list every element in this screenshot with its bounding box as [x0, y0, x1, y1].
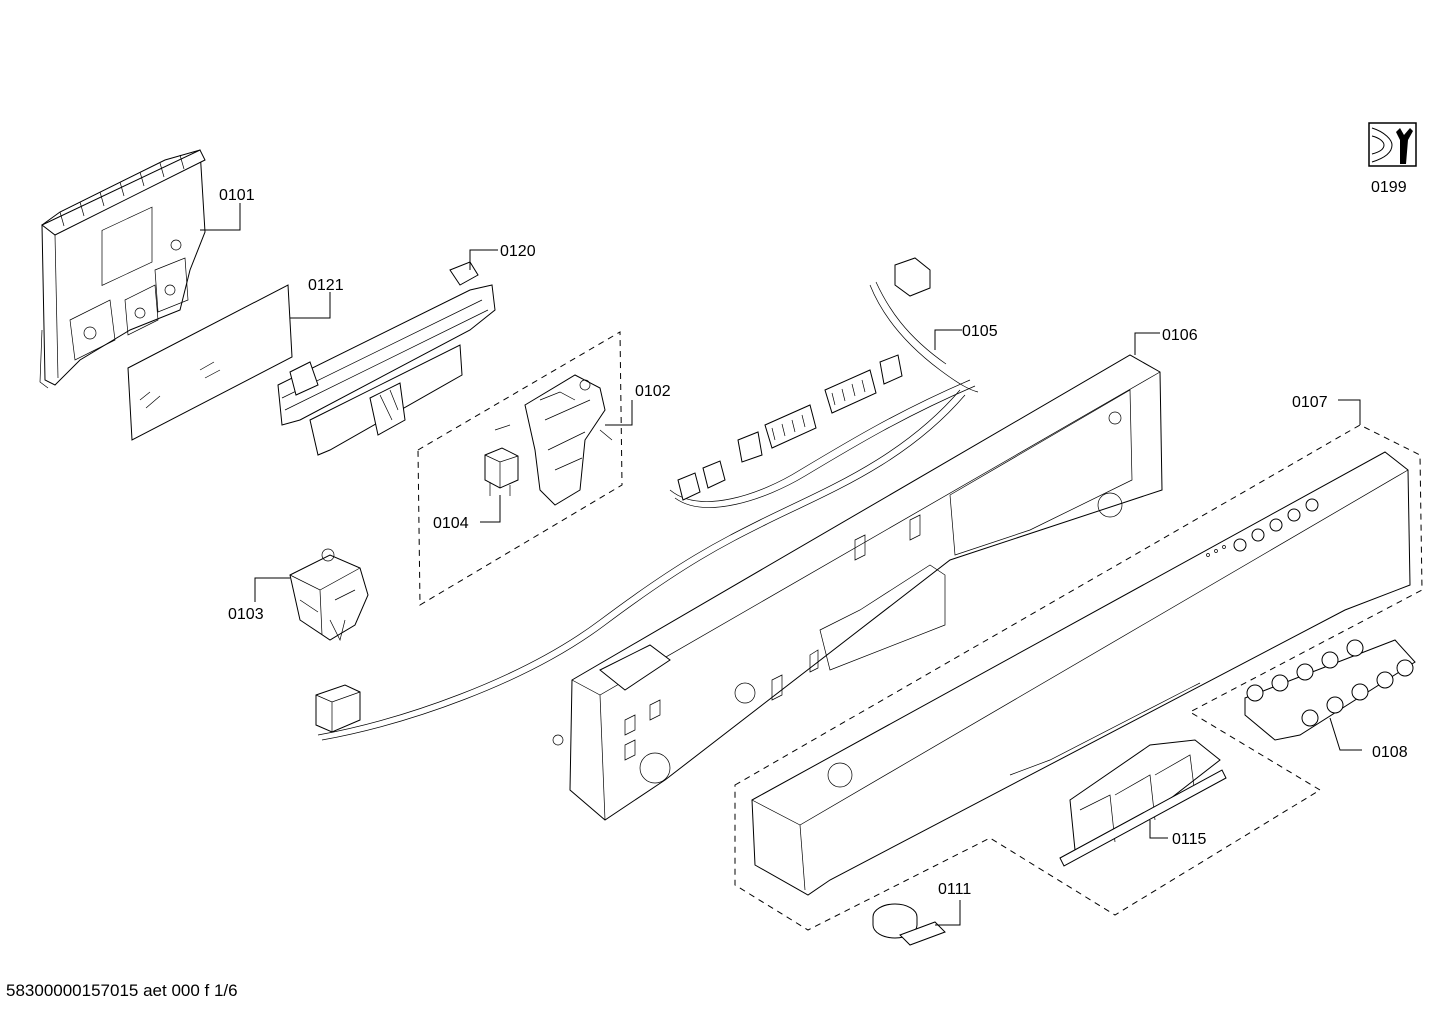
part-0111-buzzer[interactable] [872, 903, 946, 946]
part-0103-relay[interactable] [289, 548, 369, 642]
part-0121-film-cover[interactable] [127, 284, 293, 441]
part-0105-wiring-harness[interactable] [315, 257, 979, 741]
part-0104-component[interactable] [484, 447, 519, 496]
part-0120-housing-frame[interactable] [277, 261, 496, 456]
label-0115: 0115 [1172, 831, 1207, 848]
part-0108-button-set[interactable] [1244, 639, 1416, 741]
part-0106-main-frame[interactable] [552, 354, 1163, 821]
label-0103: 0103 [228, 606, 264, 623]
label-0111: 0111 [938, 881, 971, 898]
label-0101: 0101 [219, 187, 255, 204]
label-0106: 0106 [1162, 327, 1198, 344]
part-0101-control-module[interactable] [39, 149, 206, 389]
label-0108: 0108 [1372, 744, 1408, 761]
part-0107-fascia-panel[interactable] [751, 451, 1411, 896]
label-0105: 0105 [962, 323, 998, 340]
part-0102-switch-assembly[interactable] [494, 374, 613, 506]
label-0120: 0120 [500, 243, 536, 260]
label-0107: 0107 [1292, 394, 1328, 411]
label-0121: 0121 [308, 277, 344, 294]
label-0102: 0102 [635, 383, 671, 400]
label-0199: 0199 [1371, 179, 1407, 196]
document-footer-code: 58300000157015 aet 000 f 1/6 [6, 981, 238, 1000]
label-0104: 0104 [433, 515, 469, 532]
wrench-service-icon[interactable] [1368, 122, 1417, 167]
part-0115-handle[interactable] [1059, 739, 1227, 867]
